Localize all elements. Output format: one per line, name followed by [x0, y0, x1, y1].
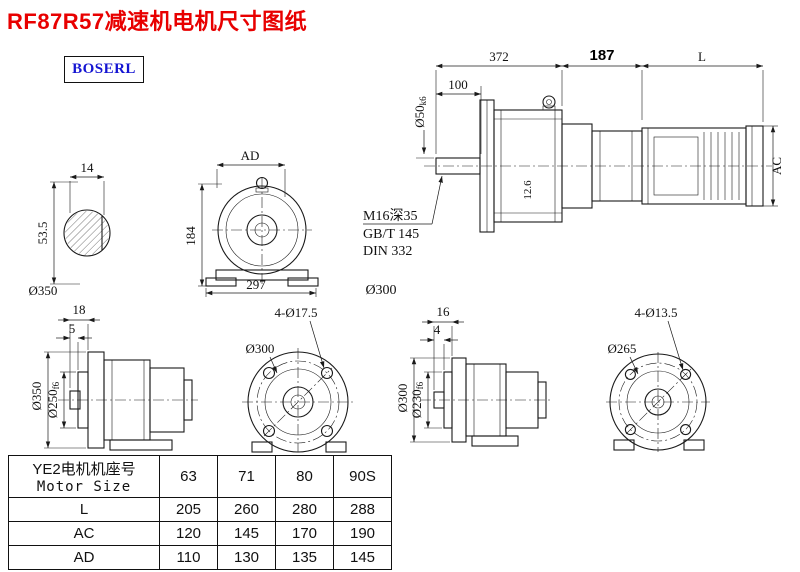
bolt-hole: [320, 366, 334, 380]
dim-5: 5: [69, 321, 76, 336]
dia-250-spigot: Ø250f6: [45, 381, 61, 418]
table-header-cn: YE2电机机座号: [32, 461, 136, 478]
bolt-hole: [262, 366, 276, 380]
dia-230-tol: f6: [415, 381, 425, 389]
row-label-L: L: [8, 497, 160, 522]
dim-297: 297: [246, 277, 266, 292]
motor-size-table: YE2电机机座号 Motor Size 63 71 80 90S L 205 2…: [8, 455, 392, 570]
output-shaft-stub: [69, 390, 81, 410]
dim-L: L: [698, 49, 706, 64]
table-cell: 288: [333, 497, 392, 522]
table-cell: 135: [275, 545, 334, 570]
dia-250-tol: f6: [51, 381, 61, 389]
dia-300-label: Ø300: [365, 283, 396, 298]
table-cell: 190: [333, 521, 392, 546]
dia-250-value: Ø250: [45, 389, 60, 418]
output-foot: [109, 439, 173, 451]
dim-shaft-dia: Ø50k6: [412, 96, 428, 128]
input-side-view: 16 4 Ø300 Ø230f6: [395, 304, 552, 447]
table-header-cell: YE2电机机座号 Motor Size: [8, 455, 160, 498]
eyebolt: [542, 95, 556, 111]
dim-184: 184: [183, 226, 198, 246]
dim-18: 18: [73, 302, 86, 317]
bolt-hole: [624, 368, 636, 380]
bolt-hole: [680, 424, 692, 436]
dim-372: 372: [489, 49, 509, 64]
bolt-hole: [624, 424, 636, 436]
shaft-dia-tol: k6: [418, 96, 428, 106]
table-row-AC: AC 120 145 170 190: [8, 521, 392, 546]
dim-16: 16: [437, 304, 451, 319]
dia-350-label: Ø350: [29, 283, 58, 298]
front-base: [215, 269, 309, 281]
dim-53-5: 53.5: [35, 222, 50, 245]
table-cell: 145: [333, 545, 392, 570]
dim-187: 187: [589, 47, 614, 64]
motor-size-63: 63: [159, 455, 218, 498]
output-flange-view: 4-Ø17.5 Ø300: [242, 305, 354, 453]
holes-17-5-label: 4-Ø17.5: [275, 305, 318, 320]
note-thread: M16深35: [363, 208, 417, 224]
dim-AD: AD: [241, 148, 260, 163]
motor-size-90S: 90S: [333, 455, 392, 498]
brand-logo: BOSERL: [64, 56, 144, 83]
motor-size-80: 80: [275, 455, 334, 498]
holes-13-5-label: 4-Ø13.5: [635, 305, 678, 320]
table-cell: 145: [217, 521, 276, 546]
table-header-row: YE2电机机座号 Motor Size 63 71 80 90S: [8, 455, 392, 498]
table-row-AD: AD 110 130 135 145: [8, 545, 392, 570]
bolt-hole: [680, 368, 692, 380]
table-cell: 280: [275, 497, 334, 522]
table-row-L: L 205 260 280 288: [8, 497, 392, 522]
table-cell: 130: [217, 545, 276, 570]
dim-4: 4: [434, 322, 441, 337]
dia-300-flange-label: Ø300: [246, 341, 275, 356]
dim-14: 14: [81, 160, 95, 175]
shaft-dia-value: Ø50: [412, 105, 427, 127]
main-assembly-view: 372 187 L 100 Ø50k6 AC 12.6 M16深35 GB/T …: [363, 47, 784, 259]
dim-AC: AC: [769, 157, 784, 175]
input-flange-view: 4-Ø13.5 Ø265: [606, 305, 710, 452]
table-header-en: Motor Size: [36, 479, 132, 495]
dim-12-6: 12.6: [522, 180, 534, 200]
dim-100: 100: [448, 77, 468, 92]
table-cell: 205: [159, 497, 218, 522]
fan-cover: [745, 125, 764, 207]
dia-350-output: Ø350: [29, 382, 44, 411]
bolt-hole: [320, 424, 334, 438]
table-cell: 110: [159, 545, 218, 570]
output-side-view: 18 5 Ø350 Ø250f6: [29, 302, 198, 451]
shaft-section-view: 14 53.5 Ø350: [29, 160, 111, 298]
brand-text: BOSERL: [72, 61, 136, 77]
shaft-section-circle: [63, 209, 111, 257]
bolt-hole: [262, 424, 276, 438]
note-din-standard: DIN 332: [363, 244, 412, 259]
shaft-section-hatch: [65, 211, 109, 255]
dia-230-spigot: Ø230f6: [409, 381, 425, 418]
dia-230-value: Ø230: [409, 389, 424, 418]
table-cell: 170: [275, 521, 334, 546]
motor-size-71: 71: [217, 455, 276, 498]
table-cell: 120: [159, 521, 218, 546]
row-label-AD: AD: [8, 545, 160, 570]
row-label-AC: AC: [8, 521, 160, 546]
dimension-drawing: 372 187 L 100 Ø50k6 AC 12.6 M16深35 GB/T …: [29, 47, 784, 453]
dia-300-input: Ø300: [395, 384, 410, 413]
page-title: RF87R57减速机电机尺寸图纸: [7, 9, 308, 34]
table-cell: 260: [217, 497, 276, 522]
note-gb-standard: GB/T 145: [363, 227, 419, 242]
input-foot: [471, 435, 519, 447]
gearbox-front-view: AD 184 297 Ø300: [183, 148, 397, 298]
dia-265-label: Ø265: [608, 341, 637, 356]
